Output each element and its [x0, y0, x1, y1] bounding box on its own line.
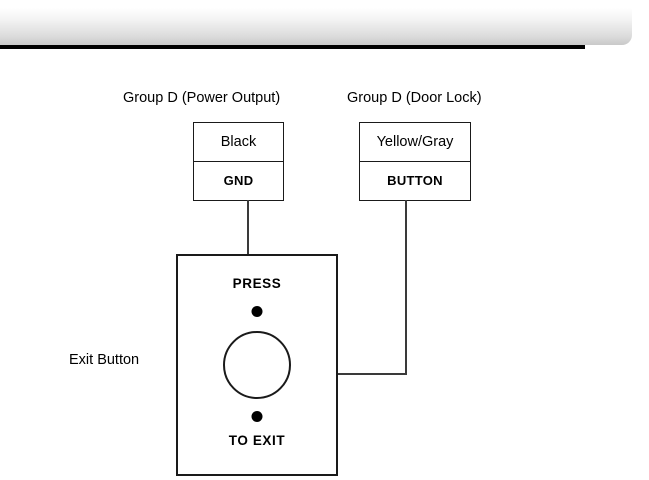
group-caption-door-lock: Group D (Door Lock): [347, 90, 482, 106]
header-divider-rule: [0, 45, 585, 49]
header-decorative-bar: [0, 0, 632, 45]
terminal-wire-color: Black: [194, 123, 283, 162]
exit-button-device: PRESS TO EXIT: [176, 254, 338, 476]
led-indicator-bottom-icon: [251, 411, 263, 422]
terminal-signal-name: BUTTON: [387, 173, 443, 189]
wire-button-horizontal: [337, 373, 407, 375]
exit-button-side-label: Exit Button: [69, 352, 140, 368]
wire-button-vertical: [405, 200, 407, 375]
exit-button-press-label: PRESS: [232, 276, 282, 291]
group-caption-power-output: Group D (Power Output): [123, 90, 281, 106]
terminal-wire-color: Yellow/Gray: [360, 123, 470, 162]
exit-button-to-exit-label: TO EXIT: [228, 433, 286, 448]
push-button-circle[interactable]: [223, 331, 291, 399]
wire-gnd-vertical: [247, 200, 249, 256]
terminal-box-door-lock: Yellow/Gray BUTTON: [359, 122, 471, 201]
terminal-box-power-output: Black GND: [193, 122, 284, 201]
led-indicator-top-icon: [251, 306, 263, 317]
terminal-signal-name: GND: [223, 173, 254, 189]
